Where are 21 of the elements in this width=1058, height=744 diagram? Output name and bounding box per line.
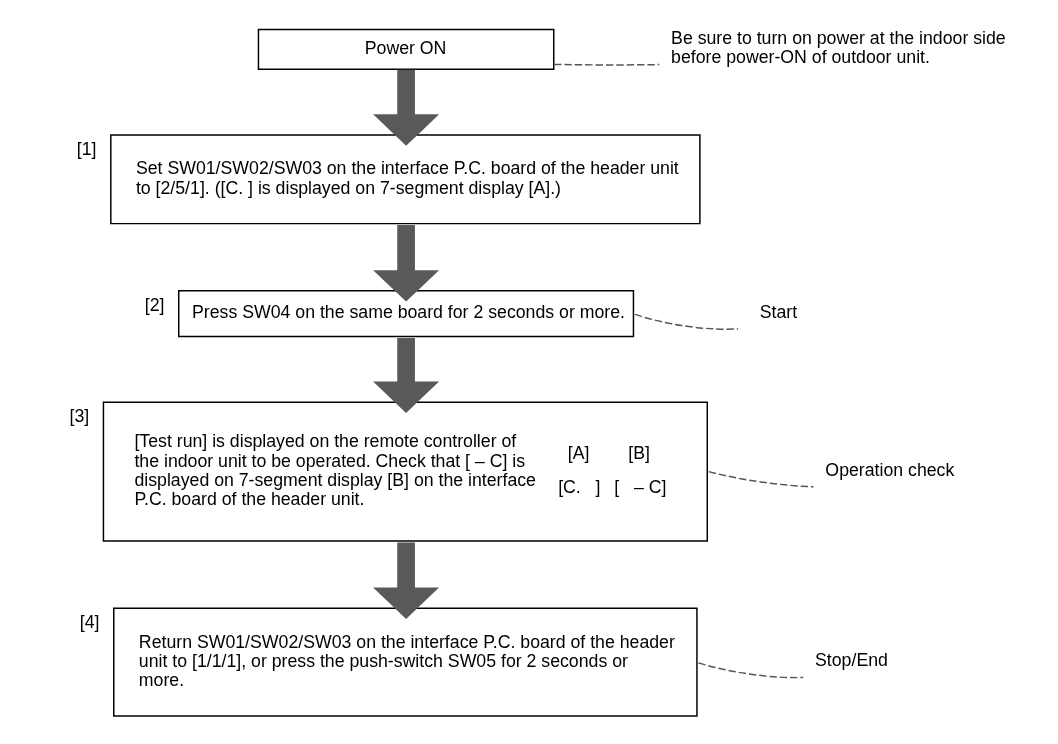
arrow xyxy=(373,338,440,414)
connector xyxy=(553,63,660,66)
connector xyxy=(708,470,815,488)
connector xyxy=(697,662,804,679)
node-text: Start xyxy=(759,301,798,322)
connector xyxy=(634,313,739,330)
node-box: Press SW04 on the same board for 2 seconds or more. xyxy=(178,290,635,338)
node-text: Stop/End xyxy=(815,649,888,670)
node-box: Power ON xyxy=(257,28,555,71)
node-text: Operation check xyxy=(825,460,955,481)
node-text: Be sure to turn on power at the indoor side before power-ON of outdoor unit. xyxy=(671,27,1006,67)
node-box: Return SW01/SW02/SW03 on the interface P.C. board of the header unit to [1/1/1], or press the push-switch SW05 for 2 seconds or more. xyxy=(113,607,698,717)
node-label: [3] xyxy=(69,406,90,427)
node-label: [1] xyxy=(76,139,97,160)
arrow xyxy=(373,225,440,302)
node-box: [Test run] is displayed on the remote controller of the indoor unit to be operated. Check that [ – C] is displayed on 7-segment display [B] on the interface P.C. board of the header unit. [A] [B] [C. ] [ – C] xyxy=(102,401,708,542)
arrow xyxy=(373,542,440,619)
arrow xyxy=(373,69,440,146)
node-box: Set SW01/SW02/SW03 on the interface P.C. board of the header unit to [2/5/1]. ([C. ] is displayed on 7-segment display [A].) xyxy=(110,134,701,225)
node-label: [4] xyxy=(79,612,100,633)
node-label: [2] xyxy=(144,294,165,315)
